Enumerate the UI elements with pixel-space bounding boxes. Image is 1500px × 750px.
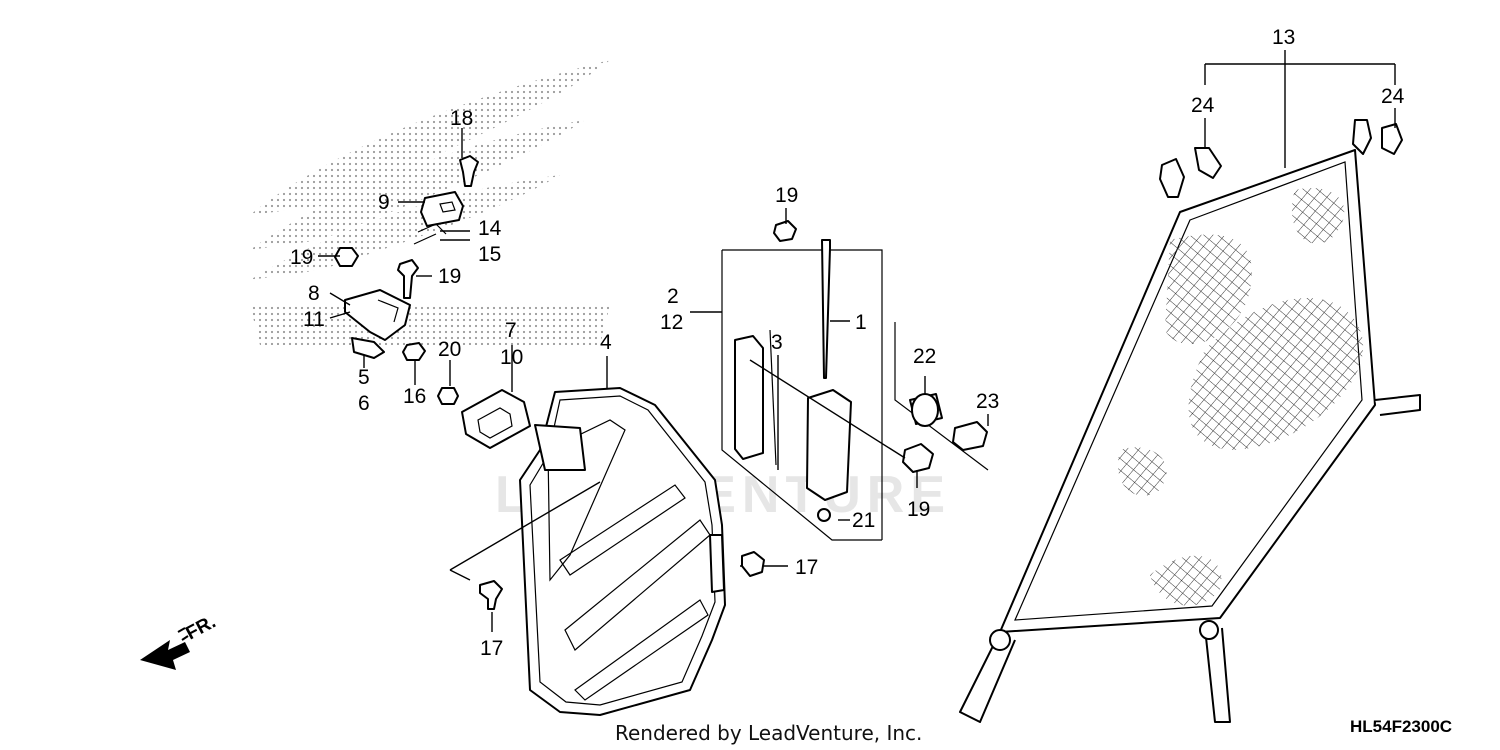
render-credit: Rendered by LeadVenture, Inc.: [615, 721, 922, 745]
callout-11: 11: [303, 308, 325, 331]
callout-23: 23: [976, 390, 999, 413]
callout-20: 20: [438, 338, 461, 361]
bolt-17-lower-left: [479, 580, 503, 610]
callout-13: 13: [1272, 26, 1295, 49]
front-direction-arrow-icon: [140, 627, 190, 670]
leader-lines-left: [318, 128, 513, 392]
front-arrow-label: FR.: [182, 612, 219, 645]
callout-7: 7: [505, 319, 517, 342]
callout-5: 5: [358, 366, 370, 389]
callout-10: 10: [500, 346, 523, 369]
callout-22: 22: [913, 345, 936, 368]
callout-19-a: 19: [290, 246, 313, 269]
callout-6: 6: [358, 392, 370, 415]
callout-15: 15: [478, 243, 501, 266]
callout-24-right: 24: [1381, 85, 1405, 108]
callout-2: 2: [667, 285, 679, 308]
callout-17-right: 17: [795, 556, 818, 579]
callout-14: 14: [478, 217, 502, 240]
callout-1: 1: [855, 311, 867, 334]
honda-wing-logo-halftone-icon: [250, 60, 610, 345]
diagram-code: HL54F2300C: [1350, 717, 1452, 736]
callout-4: 4: [600, 331, 612, 354]
callout-19-d: 19: [907, 498, 930, 521]
leader-lines-center: [690, 208, 918, 521]
callout-18: 18: [450, 107, 473, 130]
callout-labels: 18 9 14 15 19 19 8 11 5 6 16 20 7 10 4 1…: [290, 26, 1405, 660]
bracket-assembly: [334, 155, 531, 449]
spacer-bolt-group: [894, 322, 989, 471]
callout-19-c: 19: [775, 184, 798, 207]
side-panel-4: [519, 387, 726, 716]
callout-3: 3: [771, 331, 783, 354]
callout-24-left: 24: [1191, 94, 1215, 117]
callout-17-lower: 17: [480, 637, 503, 660]
leader-lines-net: [1204, 50, 1396, 168]
cargo-net-13: [959, 119, 1421, 723]
callout-12: 12: [660, 311, 683, 334]
bolt-17-right: [741, 551, 765, 577]
center-bracket-group: [721, 220, 934, 541]
callout-19-b: 19: [438, 265, 461, 288]
callout-8: 8: [308, 282, 320, 305]
callout-16: 16: [403, 385, 426, 408]
callout-9: 9: [378, 191, 390, 214]
callout-21: 21: [852, 509, 875, 532]
